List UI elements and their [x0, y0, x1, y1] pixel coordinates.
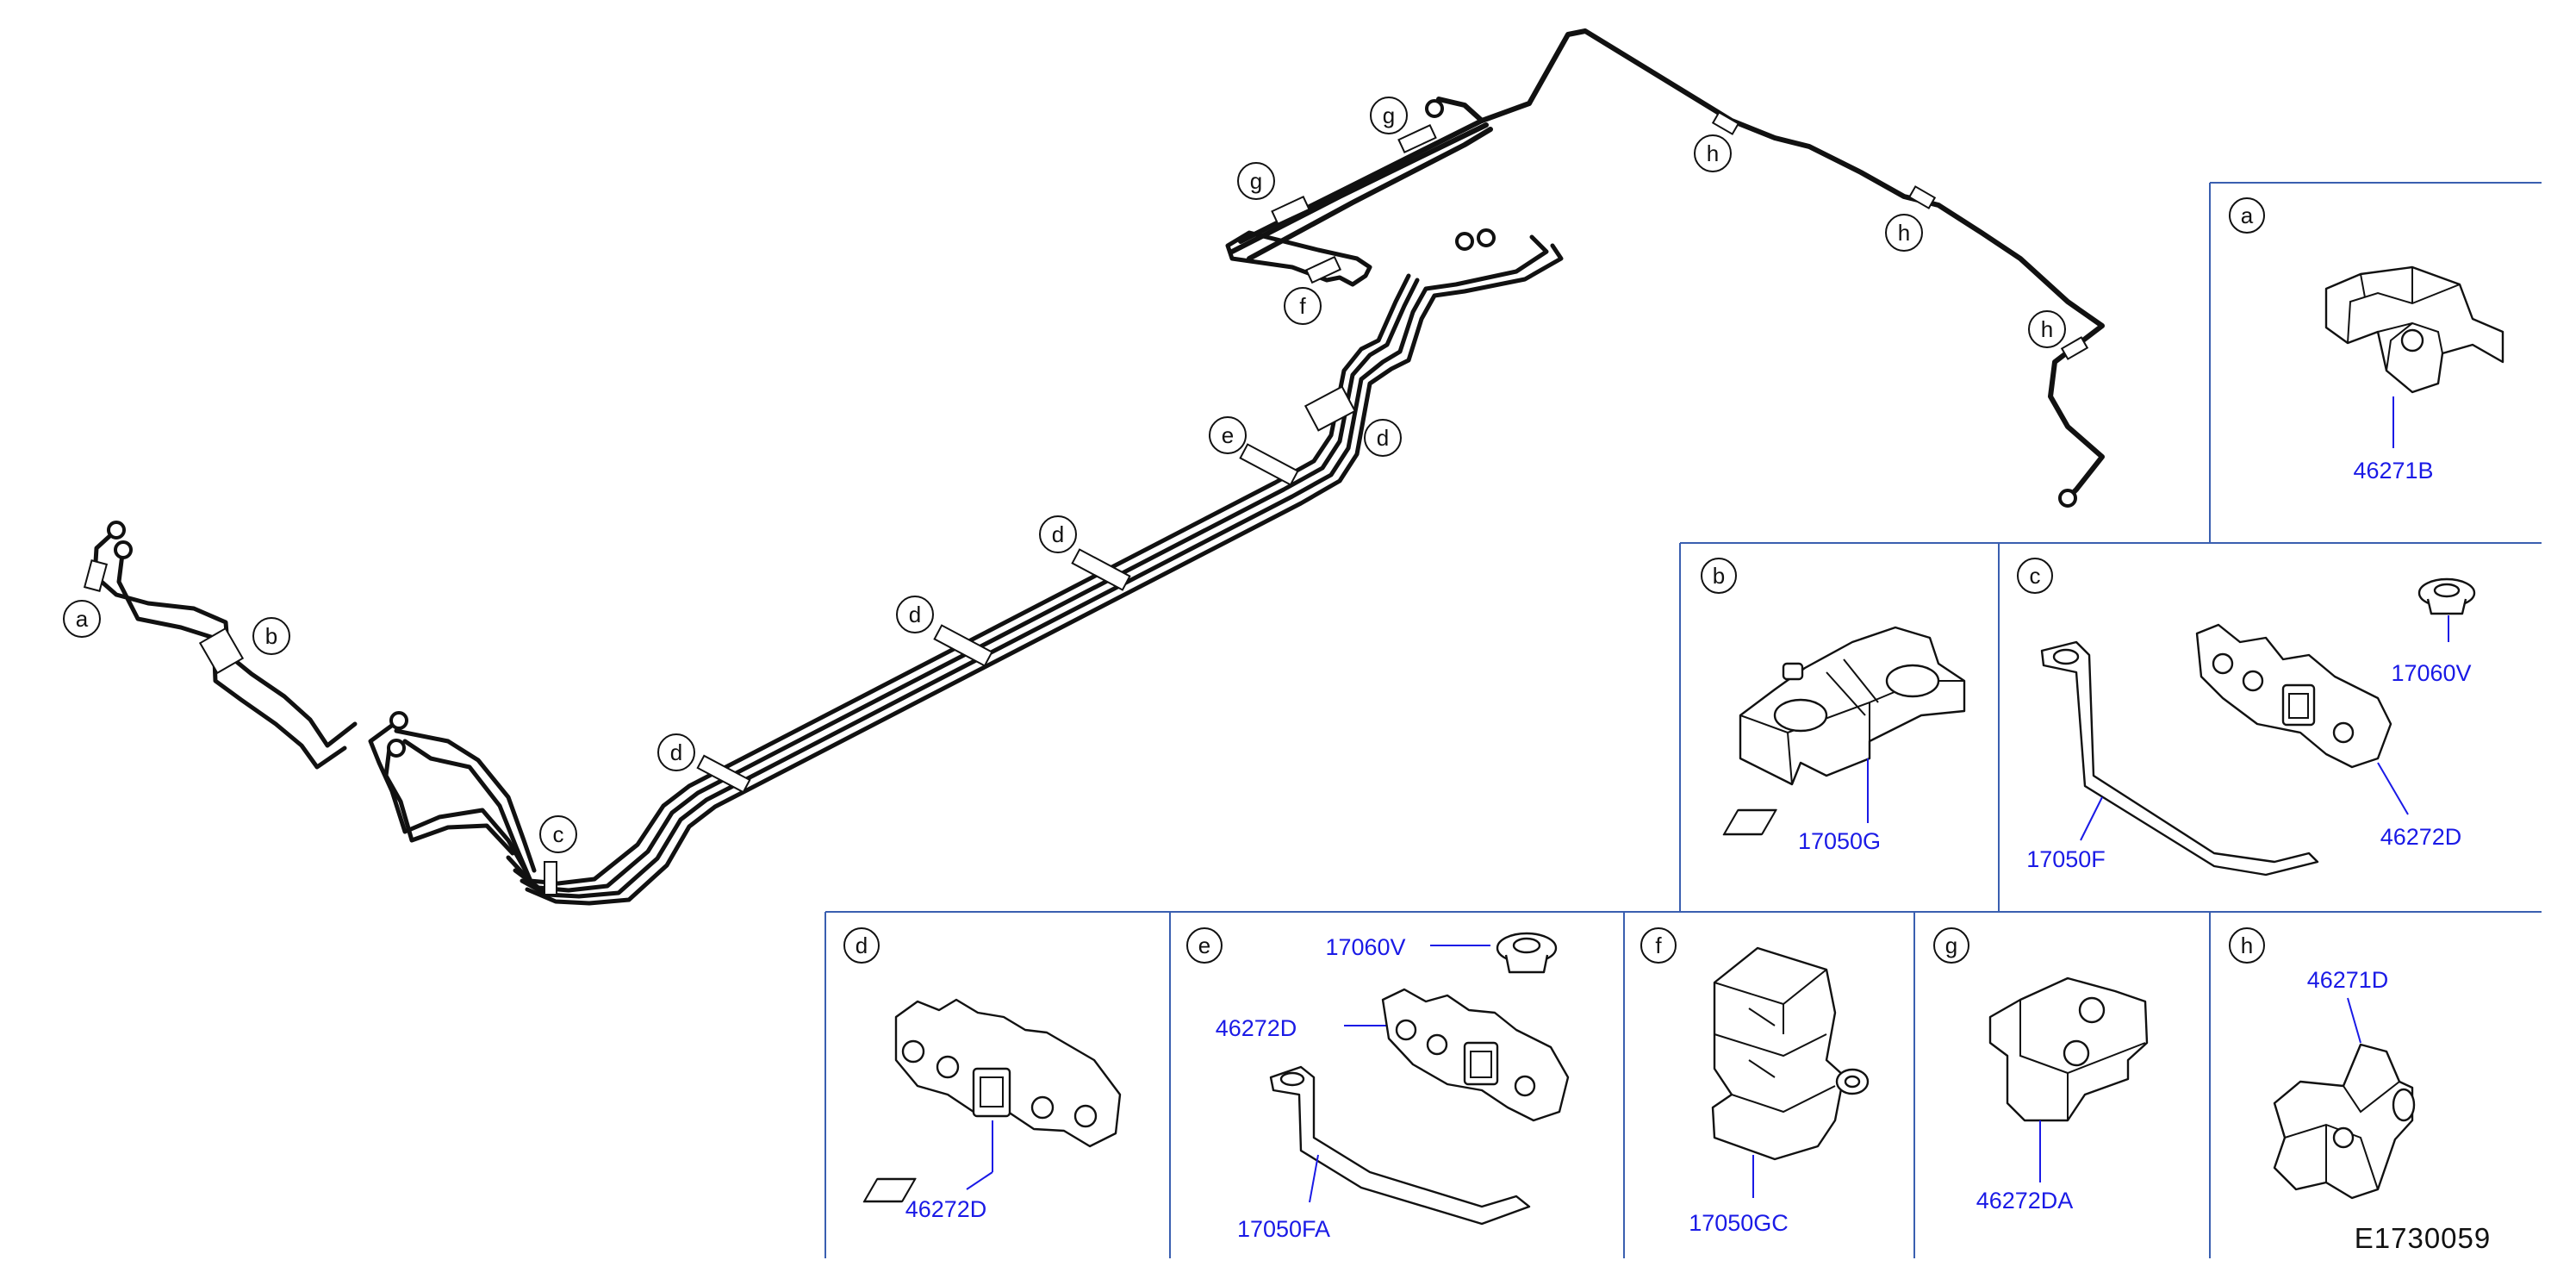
callout-g-main-1: g [1237, 162, 1275, 200]
callout-d-main-2: d [896, 596, 934, 633]
grommet-17060v-drawing [2417, 577, 2476, 615]
panel-a-letter: a [2241, 203, 2254, 228]
part-number-46271b: 46271B [2353, 458, 2433, 484]
panel-e: e 17060V 46272D 17050FA [862, 927, 1570, 1242]
part-number-17050fa: 17050FA [1237, 1216, 1330, 1242]
panel-h: h 46271D [2229, 927, 2416, 1200]
panel-b-letter: b [1713, 563, 1725, 589]
part-number-17060v: 17060V [2391, 660, 2471, 686]
clip-46271d-drawing [2273, 1043, 2416, 1200]
callout-h-main-1: h [1694, 134, 1732, 172]
clip-46272da-drawing [1988, 976, 2149, 1122]
part-number-17060v-e: 17060V [1325, 934, 1405, 960]
callout-letter: h [1707, 140, 1719, 166]
callout-letter: c [553, 821, 564, 847]
panel-g: g 46272DA [1933, 927, 2149, 1213]
part-number-17050g: 17050G [1798, 828, 1881, 854]
callout-g-main-2: g [1370, 97, 1408, 134]
clamp-17050gc-drawing [1711, 946, 1870, 1161]
callout-letter: f [1299, 293, 1306, 319]
panel-e-letter: e [1198, 933, 1210, 958]
pipe-routing [83, 28, 2105, 906]
callout-letter: e [1222, 422, 1234, 448]
bracket-17050f-drawing [1722, 640, 2319, 877]
panel-c-letter: c [2030, 563, 2041, 589]
panel-f-letter: f [1655, 933, 1662, 958]
panel-a: a 46271B [2229, 197, 2504, 484]
callout-letter: d [1377, 425, 1389, 451]
reference-code: E1730059 [2355, 1222, 2491, 1254]
callout-c-main: c [539, 815, 577, 853]
panel-d-letter: d [856, 933, 868, 958]
clip-46272d-drawing-e [1381, 988, 1570, 1122]
part-number-46271d: 46271D [2307, 967, 2389, 993]
part-number-17050gc: 17050GC [1689, 1210, 1789, 1236]
callout-d-main-1: d [657, 733, 695, 771]
callout-letter: a [76, 606, 89, 632]
callout-d-main-4: d [1364, 419, 1402, 457]
callout-h-main-3: h [2028, 310, 2066, 348]
panel-b: b 17050G [1701, 558, 1966, 854]
clip-46272d-drawing-d [894, 998, 1122, 1148]
part-number-17050f: 17050F [2026, 846, 2106, 872]
grommet-17060v-drawing-e [1496, 932, 1558, 974]
clip-46272d-drawing-c [2195, 623, 2392, 769]
callout-e-main: e [1209, 416, 1247, 454]
part-number-46272da: 46272DA [1976, 1188, 2074, 1213]
callout-letter: b [265, 623, 277, 649]
bracket-17050fa-drawing [862, 1065, 1531, 1226]
clip-46271b-drawing [2324, 265, 2504, 394]
panel-c: c 17060V 17050F 46272D [1722, 558, 2476, 877]
callout-letter: g [1383, 103, 1395, 128]
callout-letter: h [2041, 316, 2053, 342]
part-number-46272d-d: 46272D [905, 1196, 987, 1222]
panel-d: d 46272D [843, 927, 1122, 1222]
callout-letter: h [1898, 220, 1910, 246]
panel-f: f 17050GC [1640, 927, 1870, 1236]
callout-letter: d [909, 602, 921, 627]
callout-f-main: f [1284, 287, 1322, 325]
callout-letter: d [670, 739, 682, 765]
panel-frames [824, 182, 2542, 1258]
clamp-17050g-drawing [1739, 626, 1966, 786]
panel-g-letter: g [1945, 933, 1957, 958]
callout-a-main: a [63, 600, 101, 638]
callout-h-main-2: h [1885, 214, 1923, 252]
callout-d-main-3: d [1039, 515, 1077, 553]
callout-letter: d [1052, 521, 1064, 547]
callout-b-main: b [252, 617, 290, 655]
panel-h-letter: h [2241, 933, 2253, 958]
callout-letter: g [1250, 168, 1262, 194]
part-number-46272d-e: 46272D [1216, 1015, 1297, 1041]
part-number-46272d-c: 46272D [2380, 824, 2462, 850]
